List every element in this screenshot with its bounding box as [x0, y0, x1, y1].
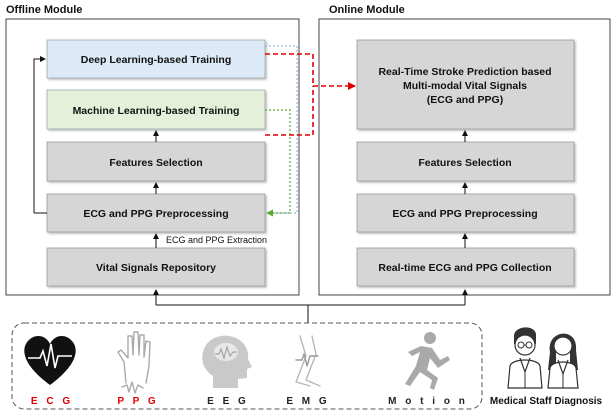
online-features-selection-label: Features Selection [418, 157, 511, 169]
machine-learning-feedback-line [265, 109, 291, 217]
vital-signals-repository-label: Vital Signals Repository [96, 262, 216, 274]
offline-features-selection-label: Features Selection [109, 157, 202, 169]
medical-staff-label: Medical Staff Diagnosis [490, 396, 603, 407]
vital-signals-group [11, 322, 483, 410]
deep-learning-training-label: Deep Learning-based Training [81, 54, 232, 66]
machine-learning-training-box: Machine Learning-based Training [46, 89, 266, 130]
deep-learning-feedback-line [265, 45, 298, 214]
machine-learning-training-label: Machine Learning-based Training [73, 105, 240, 117]
medical-staff-icon [507, 327, 579, 389]
hand-ppg-icon [117, 331, 151, 394]
online-preprocessing-label: ECG and PPG Preprocessing [392, 208, 537, 220]
motion-label: M o t i o n [388, 396, 468, 407]
offline-preprocessing-box: ECG and PPG Preprocessing [46, 193, 266, 233]
runner-motion-icon [405, 332, 450, 390]
head-eeg-icon [202, 335, 252, 388]
vital-signals-repository-box: Vital Signals Repository [46, 247, 266, 287]
leg-emg-icon [295, 335, 321, 387]
stroke-prediction-line3: (ECG and PPG) [427, 94, 503, 106]
deep-learning-to-prediction-arrow [265, 53, 356, 90]
heart-ecg-icon [24, 335, 76, 385]
emg-label: E M G [286, 396, 329, 407]
realtime-collection-label: Real-time ECG and PPG Collection [378, 262, 551, 274]
deep-learning-training-box: Deep Learning-based Training [46, 39, 266, 79]
extraction-label: ECG and PPG Extraction [166, 235, 267, 245]
online-features-selection-box: Features Selection [356, 141, 575, 182]
stroke-prediction-line2: Multi-modal Vital Signals [403, 80, 527, 92]
machine-learning-to-prediction-line [265, 86, 314, 136]
online-preprocessing-box: ECG and PPG Preprocessing [356, 193, 575, 233]
stroke-prediction-line1: Real-Time Stroke Prediction based [378, 66, 551, 78]
offline-module-title: Offline Module [6, 4, 82, 16]
eeg-label: E E G [207, 396, 249, 407]
offline-module-frame [5, 18, 300, 296]
offline-features-selection-box: Features Selection [46, 141, 266, 182]
ecg-label: E C G [31, 396, 73, 407]
ppg-label: P P G [117, 396, 158, 407]
offline-preprocessing-label: ECG and PPG Preprocessing [83, 208, 228, 220]
stroke-prediction-box: Real-Time Stroke Prediction based Multi-… [356, 39, 575, 130]
arrow-preprocessing-to-deep-learning [33, 56, 46, 213]
realtime-collection-box: Real-time ECG and PPG Collection [356, 247, 575, 287]
online-module-title: Online Module [329, 4, 405, 16]
